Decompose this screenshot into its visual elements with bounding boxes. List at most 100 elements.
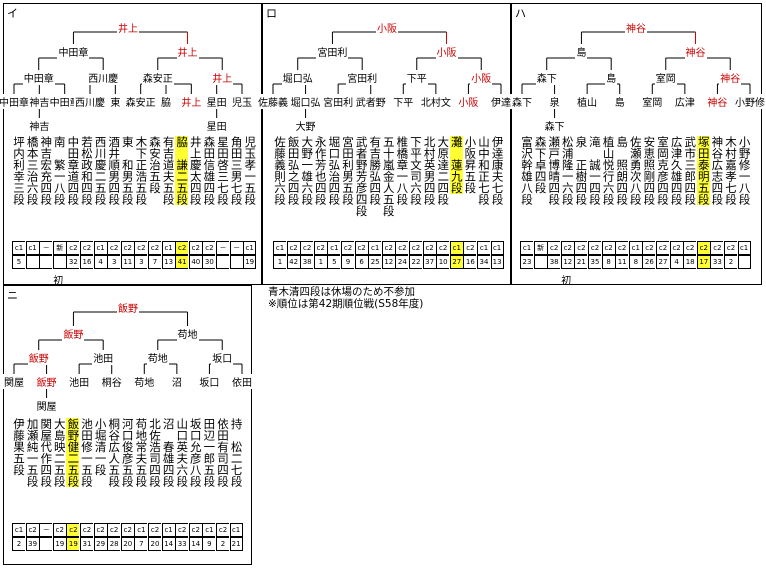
ranking-cell: 24 [395,255,409,269]
player-name: 山中和正七段 [477,136,491,205]
player-name: 安恵照剛四段 [642,136,657,205]
player-name: 瀬戸博晴四段 [547,136,562,205]
ranking-cell [52,255,66,269]
bracket-name: 武者野 [354,94,387,109]
ranking-cell: 1 [313,255,327,269]
bracket-name: 森安正 [141,70,174,85]
class-cell: － [39,241,53,255]
class-cell: c2 [175,241,189,255]
class-cell: c2 [436,241,450,255]
class-cell: c2 [216,523,229,537]
player-name: 木村嘉孝七段 [724,136,738,205]
ranking-cell: 8 [628,255,642,269]
class-cell: c2 [547,241,561,255]
class-cell: c1 [520,241,533,255]
bracket-name: 中田章 [48,94,81,109]
ranking-cell: 41 [175,255,189,269]
class-cell: c2 [188,523,202,537]
class-cell: c1 [243,241,257,255]
bracket-name: 佐藤義 [257,94,289,109]
ranking-cell: 9 [202,537,216,551]
bracket-name: 森下 [511,94,533,109]
bracket-name: 島 [575,44,588,59]
player-name: 北佐浩司四段 [148,418,162,487]
bracket-name: 小阪 [457,94,480,109]
class-cell: c1 [490,241,504,255]
class-cell: c2 [696,241,710,255]
bracket-name: 堀口弘 [281,70,314,85]
class-cell: c2 [300,241,314,255]
bracket-name: 井上 [117,20,139,35]
ranking-cell: 8 [601,255,615,269]
player-name: 富沢幹雄八段 [520,136,534,205]
bracket-name: 星田 [205,118,228,133]
ranking-cell [39,255,53,269]
player-name: 小堀清一段 [93,418,108,476]
class-cell: c1 [273,241,286,255]
player-name: 持 松二七段 [229,418,244,487]
bracket-name: 神吉 [28,118,51,133]
ranking-cell: 3 [107,255,121,269]
player-name: 児玉孝一五段 [243,136,258,205]
bracket-name: 神吉 [28,94,51,109]
player-name: 滝 誠一四段 [588,136,602,205]
ranking-cell: 31 [80,537,93,551]
player-name: 大原達二四段 [436,136,451,205]
player-name: 小野修一八段 [737,136,752,205]
ranking-cell: 12 [560,255,574,269]
class-cell: c1 [327,241,341,255]
ranking-cell: 10 [436,255,450,269]
class-cell: c2 [25,523,39,537]
bracket-name: 泉 [548,94,561,109]
class-cell: c2 [148,241,161,255]
class-cell: c2 [601,241,615,255]
class-cell: c2 [80,241,93,255]
ranking-cell: 19 [52,537,66,551]
player-name: 武市三郎四段 [683,136,698,205]
player-name: 北村英男四段 [422,136,437,205]
player-name: 井上慶太四段 [188,136,203,205]
block-label: ロ [266,7,277,20]
player-name: 加瀬純一五段 [25,418,40,487]
bracket-name: 森安正 [124,94,157,109]
bracket-name: 飯野 [27,350,50,365]
class-cell: c2 [724,241,737,255]
player-name: 椎橋章一八段 [395,136,410,205]
ranking-cell: 26 [642,255,656,269]
ranking-cell: 27 [449,255,463,269]
bracket-name: 中田章 [57,44,90,59]
bracket-name: 中田章 [22,70,55,85]
ranking-cell: 3 [134,255,148,269]
player-name: 坪内利幸三段 [12,136,26,205]
ranking-cell: 33 [175,537,189,551]
player-name: 灘 蓮九段 [449,136,464,194]
class-cell: c1 [628,241,642,255]
class-cell: c2 [107,523,121,537]
class-cell: c2 [683,241,697,255]
bracket-name: 下平 [392,94,415,109]
class-cell: c2 [80,523,93,537]
player-name: 森安治五段 [148,136,162,194]
ranking-cell: 34 [477,255,490,269]
player-name: 依田有司四段 [216,418,230,487]
ranking-cell: 18 [683,255,697,269]
player-name: 角田三男七段 [229,136,244,205]
class-cell: c2 [52,523,66,537]
player-name: 泉 正樹四段 [574,136,589,205]
class-cell: c2 [560,241,574,255]
class-cell: c1 [449,241,463,255]
class-cell: c1 [161,241,175,255]
player-name: 酒井順男四段 [107,136,122,205]
player-name: 南 繁一八段 [52,136,67,205]
player-name: 沼 春雄四段 [161,418,176,487]
player-name: 森下卓四段 [533,136,548,194]
ranking-cell: 2 [216,537,229,551]
player-name: 有吉道夫五段 [161,136,176,205]
player-name: 島 照朗四段 [615,136,630,205]
class-cell: c2 [574,241,588,255]
player-name: 桐谷広人五段 [107,418,122,487]
bracket-name: 島 [605,70,618,85]
ranking-cell: 12 [381,255,395,269]
